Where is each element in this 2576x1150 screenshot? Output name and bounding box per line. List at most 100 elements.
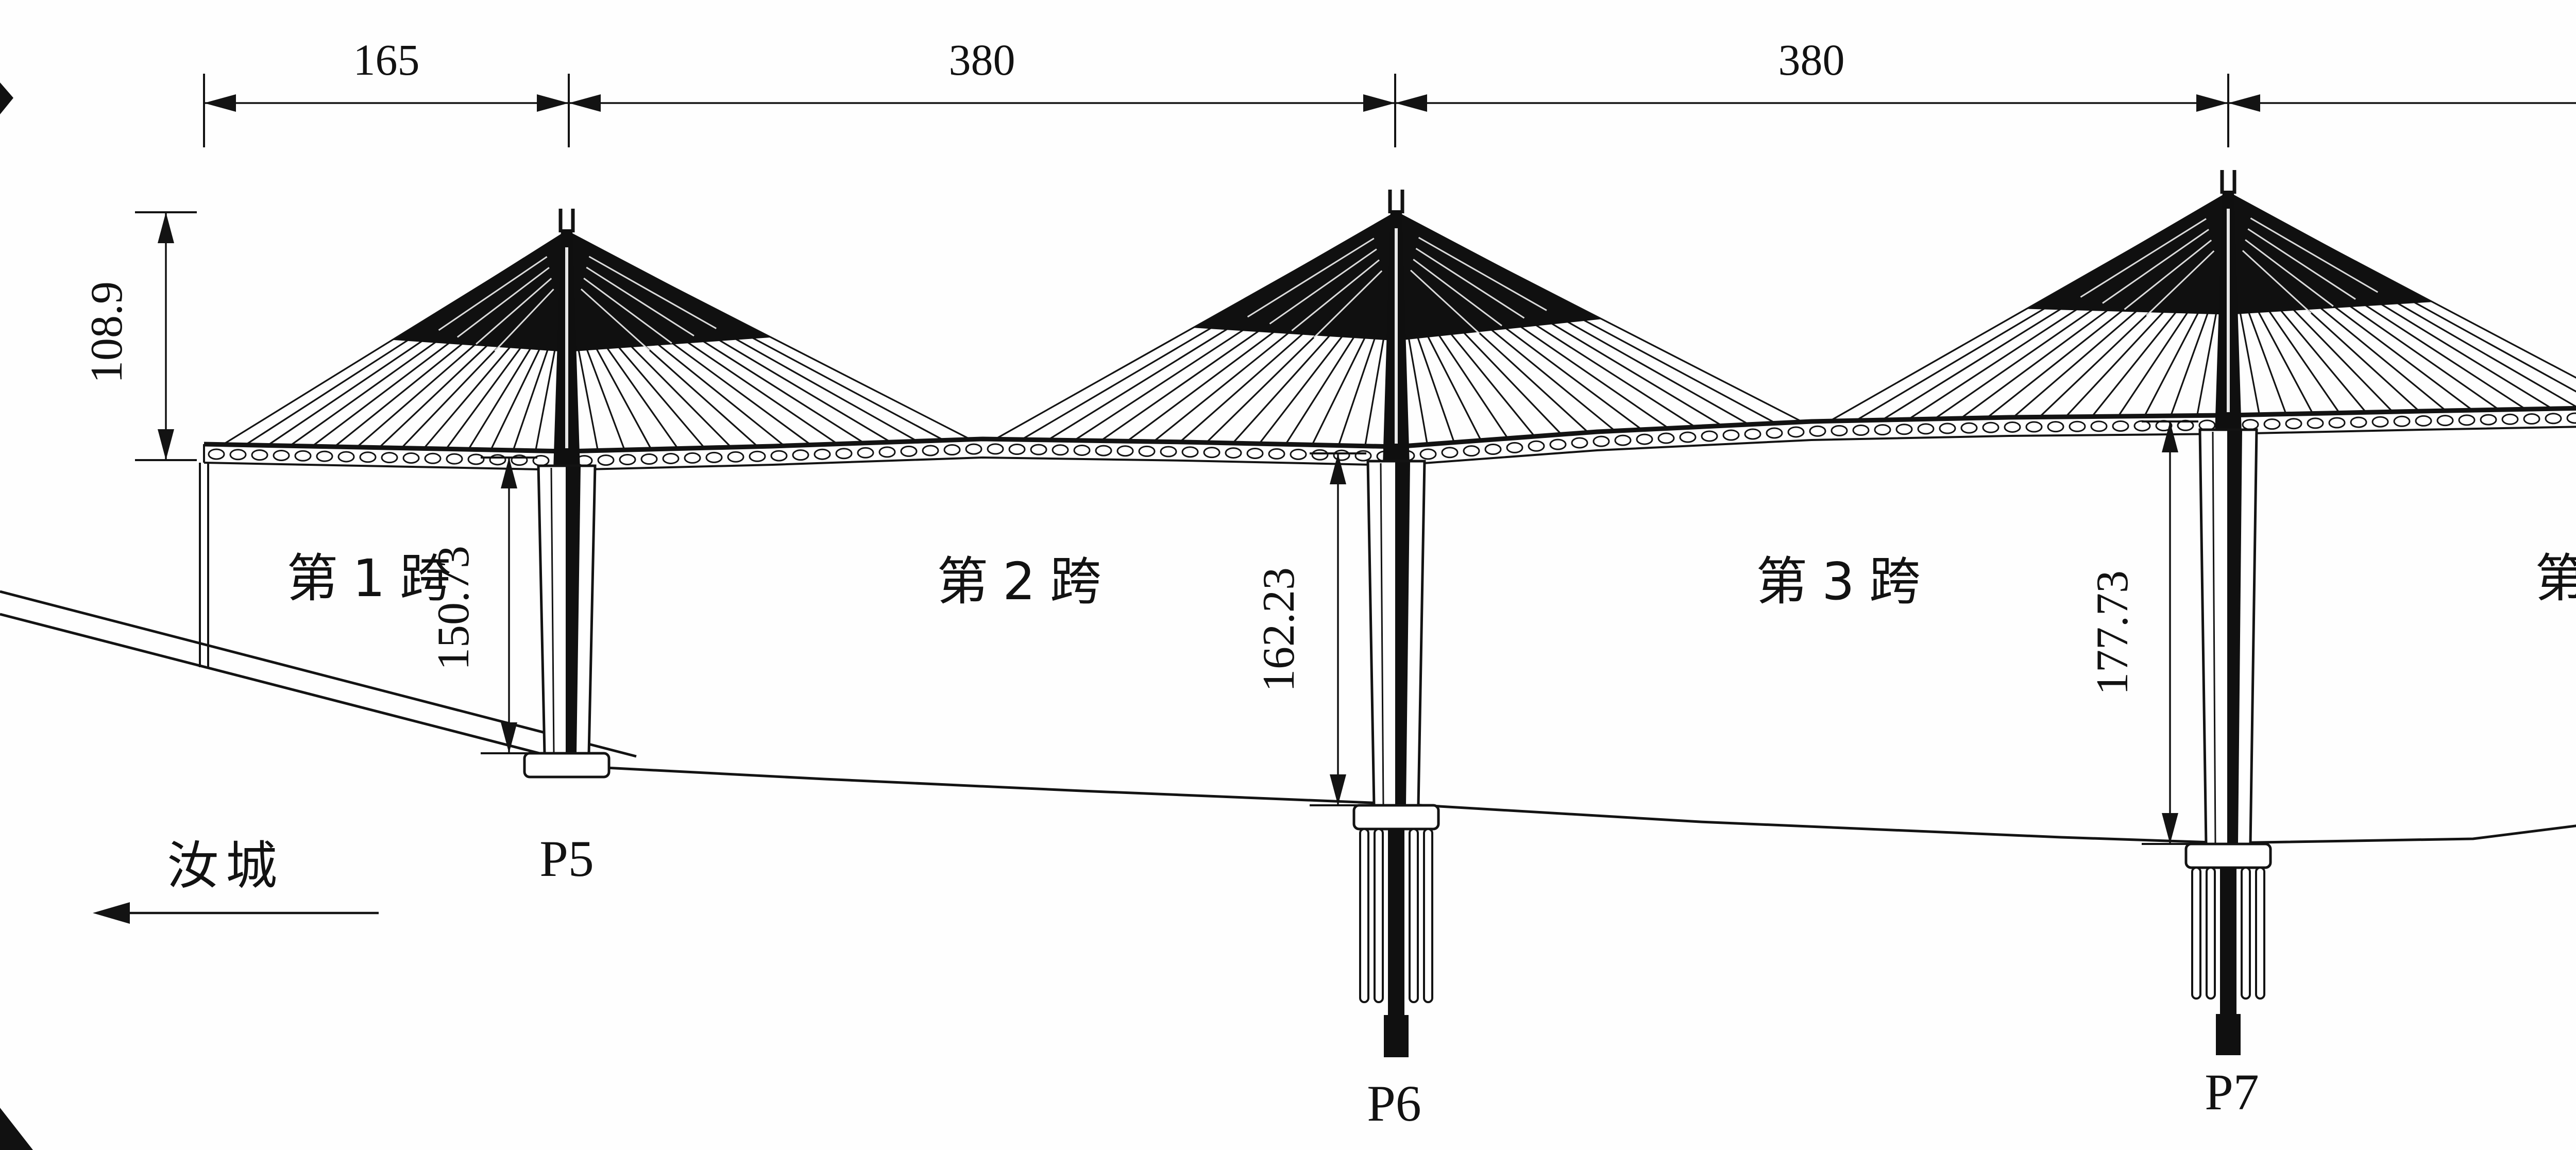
pile-stub (2216, 1014, 2241, 1055)
cable-highlight (2247, 228, 2356, 300)
deck-segment-dot (2307, 417, 2324, 429)
deck-segment-dot (1982, 421, 1999, 433)
deck-segment-dot (1571, 437, 1588, 449)
deck-segment-dot (446, 453, 463, 465)
top-dim-label-2: 380 (949, 35, 1015, 84)
scan-artifact (0, 1108, 33, 1150)
deck-segment-dot (1463, 445, 1480, 457)
cable-highlight (1415, 247, 1525, 319)
deck-segment-dot (597, 454, 615, 466)
deck-segment-dot (1419, 448, 1437, 460)
top-dim-label-1: 165 (353, 35, 420, 84)
left-bank-slope-line (0, 590, 637, 758)
deck-segment-dot (662, 452, 680, 464)
pylon-leg-inner-edge (550, 467, 555, 754)
deck-segment-dot (987, 443, 1004, 455)
deck-segment-dot (922, 445, 939, 456)
deck-segment-dot (1787, 426, 1805, 438)
deck-segment-dot (2004, 421, 2021, 433)
deck-segment-dot (1852, 425, 1870, 436)
deck-segment-dot (1030, 444, 1047, 455)
dim-arrow-left-icon (1395, 94, 1427, 112)
center-pile (2220, 868, 2236, 1035)
pylon-p6-height-label: 162.23 (1254, 567, 1304, 692)
dim-arrow-down-icon (2162, 813, 2178, 844)
deck-segment-dot (1701, 430, 1718, 442)
deck-segment-dot (749, 450, 766, 462)
deck-segment-dot (2393, 415, 2411, 427)
deck-segment-dot (2545, 413, 2562, 425)
deck-segment-dot (2090, 420, 2108, 432)
top-dim-label-3: 380 (1778, 35, 1845, 84)
span-4-label: 第4跨 (2535, 548, 2576, 608)
pile (2191, 867, 2201, 1000)
cable-highlight (1313, 270, 1383, 339)
cable-highlight (1291, 259, 1380, 332)
cable-highlight (588, 256, 717, 329)
pile (1423, 828, 1433, 1003)
pier-p6-label: P6 (1367, 1075, 1421, 1132)
deck-segment-dot (2263, 418, 2281, 430)
cable-highlight (2124, 239, 2212, 310)
left-bank-slope-line (0, 613, 556, 759)
cable-highlight (2242, 250, 2312, 314)
deck-segment-dot (1809, 425, 1826, 437)
pylon-leg-shadow (2227, 431, 2242, 844)
deck-segment-dot (1160, 446, 1177, 458)
span-3-label: 第3跨 (1756, 551, 1935, 612)
dim-arrow-left-icon (204, 94, 236, 112)
deck-segment-dot (2480, 414, 2497, 426)
deck-segment-dot (381, 452, 398, 464)
deck-segment-dot (1895, 424, 1913, 435)
deck-segment-dot (835, 448, 853, 460)
deck-segment-dot (489, 454, 506, 466)
pile-cap (2184, 842, 2272, 869)
span-2-label: 第2跨 (937, 551, 1116, 612)
deck-segment-dot (2242, 419, 2259, 431)
cable-highlight (586, 266, 694, 337)
cable-highlight (1413, 259, 1502, 327)
dim-arrow-down-icon (501, 722, 517, 753)
tower-height-dim-label: 108.9 (82, 281, 132, 383)
deck-segment-dot (316, 450, 333, 462)
pile (1359, 828, 1369, 1003)
cable-highlight (456, 267, 550, 338)
deck-segment-dot (1679, 431, 1697, 443)
deck-segment-dot (208, 448, 225, 460)
deck-segment-dot (1181, 446, 1199, 458)
deck-segment-dot (1766, 427, 1783, 439)
deck-segment-dot (684, 452, 701, 464)
deck-segment-dot (424, 452, 442, 464)
deck-segment-dot (1225, 447, 1242, 459)
cable-highlight (1410, 269, 1480, 334)
deck-segment-dot (640, 453, 658, 465)
cable-highlight (2146, 250, 2215, 316)
pile-cap (1352, 804, 1440, 831)
pile-cap (523, 752, 611, 779)
bridge-linework (0, 74, 2576, 1150)
dim-arrow-down-icon (1330, 774, 1346, 805)
deck-segment-dot (1506, 442, 1523, 453)
deck-segment-dot (1333, 449, 1350, 461)
deck-segment-dot (1290, 448, 1307, 460)
deck-segment-dot (814, 448, 831, 460)
pylon-p7-height-label: 177.73 (2088, 570, 2138, 695)
cable-highlight (1418, 236, 1547, 311)
cable-highlight (1269, 248, 1377, 325)
deck-segment-dot (402, 452, 420, 464)
deck-segment-dot (2350, 416, 2367, 428)
deck-segment-dot (2436, 415, 2454, 427)
deck-segment-dot (1246, 447, 1264, 459)
dim-arrow-up-icon (2162, 421, 2178, 452)
pile (1409, 828, 1419, 1003)
pile (2206, 867, 2216, 1000)
cable-highlight (438, 256, 548, 331)
pile (1374, 828, 1384, 1003)
deck-segment-dot (2501, 413, 2519, 425)
left-arrowhead-icon (93, 902, 130, 924)
deck-segment-dot (727, 451, 744, 463)
deck-segment-dot (2415, 415, 2432, 427)
deck-segment-dot (705, 451, 723, 463)
deck-segment-dot (2523, 413, 2540, 425)
deck-segment-dot (1095, 445, 1112, 456)
